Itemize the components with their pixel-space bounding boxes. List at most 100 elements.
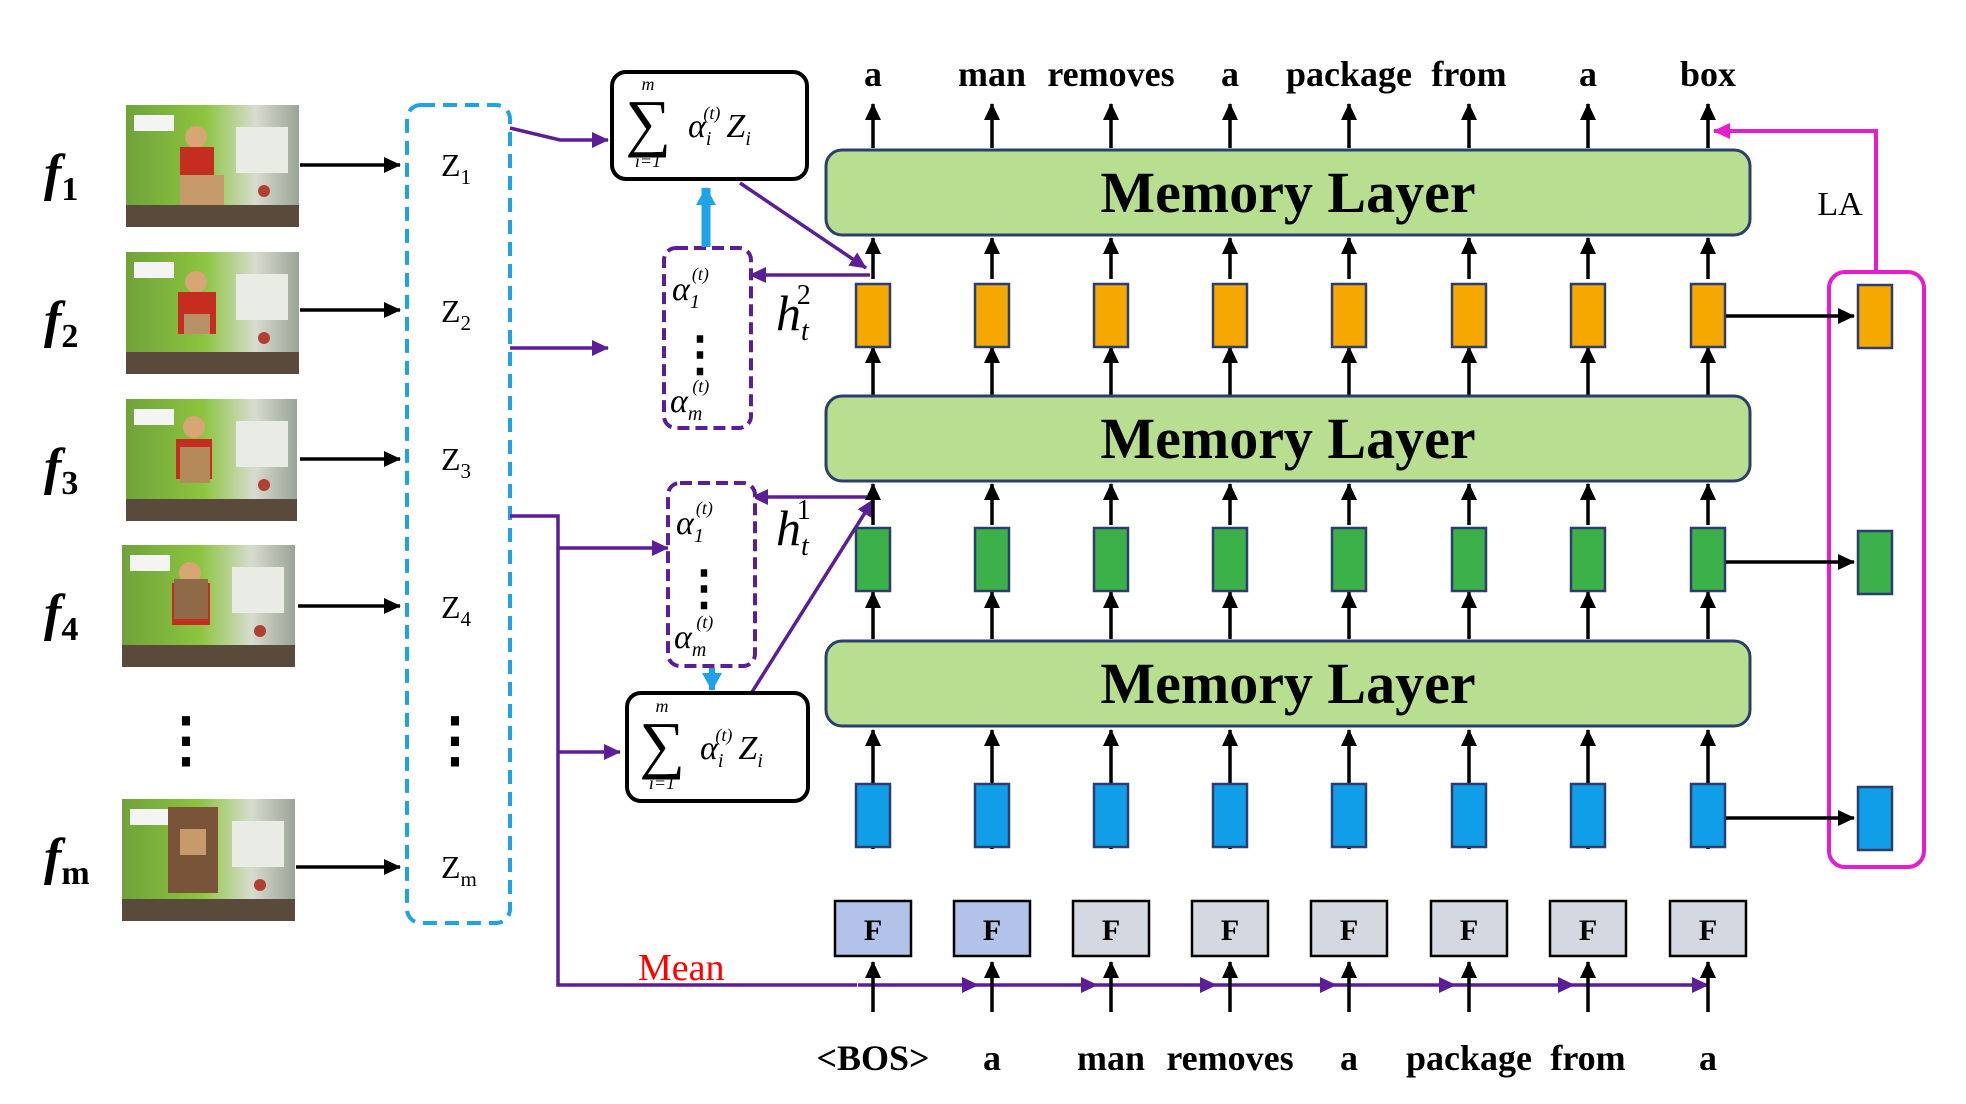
hidden-state-orange [973,282,1011,349]
decoder-column: Fa removes [1166,54,1293,1078]
input-word: removes [1166,1038,1293,1078]
hidden-state-green [1689,526,1727,593]
feature-column-box [405,103,512,925]
input-word: a [1699,1038,1717,1078]
svg-text:αm(t): αm(t) [674,612,713,661]
svg-text:m: m [656,696,669,716]
svg-text:⋮: ⋮ [676,328,724,381]
feature-fusion-block [1071,899,1151,958]
feature-fusion-block [1190,899,1270,958]
la-label: LA [1817,186,1863,223]
memory-layer-label: Memory Layer [1100,651,1475,716]
output-word: package [1286,54,1412,94]
feature-label: Zm [441,849,477,891]
aggregated-state-orange [1856,283,1894,350]
feature-label: Z3 [441,441,471,483]
feature-fusion-label: F [1340,914,1358,947]
svg-text:αm(t): αm(t) [670,376,709,425]
feature-fusion-label: F [864,914,882,947]
frame-thumbnails [122,105,299,921]
frame-thumbnail [122,799,295,921]
svg-text:i=1: i=1 [649,773,675,793]
input-word: a [983,1038,1001,1078]
frame-labels: f1 f2 f3 f4 fm ⋮ [44,145,216,892]
hidden-state-label-bottom: ht1 [776,495,811,562]
hidden-state-green [973,526,1011,593]
hidden-state-orange [1569,282,1607,349]
layer-aggregation: LA [1713,123,1926,869]
hidden-state-orange [854,282,892,349]
svg-text:∑: ∑ [639,709,685,780]
frame-label: f3 [44,439,78,502]
input-word: a [1340,1038,1358,1078]
mean-label: Mean [638,947,725,989]
decoder-column: Fa<BOS> [816,54,929,1078]
input-word: from [1550,1038,1625,1078]
embedding-state-blue [854,782,892,849]
feature-fusion-label: F [1102,914,1120,947]
svg-text:∑: ∑ [625,87,671,158]
memory-layer-label: Memory Layer [1100,406,1475,471]
embedding-state-blue [1450,782,1488,849]
attention-sum-box-top: m ∑ i=1 αi(t)Zi [610,70,809,181]
svg-text:αi(t)Zi: αi(t)Zi [688,103,751,150]
feature-fusion-label: F [1460,914,1478,947]
frame-thumbnail [126,252,299,374]
feature-fusion-label: F [1579,914,1597,947]
frame-label: fm [44,829,90,892]
frame-label: f1 [44,145,78,208]
embedding-state-blue [1689,782,1727,849]
alpha-to-sum-arrows [696,187,722,691]
hidden-state-orange [1450,282,1488,349]
svg-text:i=1: i=1 [635,151,661,171]
frame-thumbnail [126,399,297,521]
hidden-state-orange [1330,282,1368,349]
hidden-state-label-top: ht2 [776,280,811,347]
output-word: a [1221,54,1239,94]
feature-labels: Z1 Z2 Z3 Z4 Zm ⋮ [425,147,485,891]
feature-fusion-label: F [1699,914,1717,947]
hidden-state-orange [1211,282,1249,349]
memory-layer-middle [824,394,1752,483]
hidden-state-green [1569,526,1607,593]
frame-label: f4 [44,585,78,648]
input-word: <BOS> [816,1038,929,1078]
embedding-state-blue [1330,782,1368,849]
feature-label: Z2 [441,293,471,335]
feature-fusion-block [1429,899,1509,958]
embedding-state-blue [1569,782,1607,849]
frame-thumbnail [122,545,295,667]
svg-text:m: m [642,74,655,94]
output-word: box [1680,54,1736,94]
feature-fusion-block [952,899,1032,958]
frame-label: f2 [44,292,78,355]
frame-ellipsis: ⋮ [156,707,216,773]
feature-fusion-block [833,899,913,958]
hidden-state-green [1330,526,1368,593]
feature-label: Z4 [441,589,472,631]
hidden-state-orange [1689,282,1727,349]
output-word: a [1579,54,1597,94]
embedding-state-blue [973,782,1011,849]
output-word: man [958,54,1026,94]
feature-fusion-label: F [1221,914,1239,947]
decoder-column: Fa from [1548,54,1628,1078]
feature-fusion-label: F [983,914,1001,947]
memory-layer-bottom [824,639,1752,728]
embedding-state-blue [1211,782,1249,849]
aggregated-state-green [1856,529,1894,596]
hidden-state-orange [1092,282,1130,349]
frame-to-feature-arrows [296,157,401,875]
hidden-state-labels: ht2 ht1 [776,280,811,562]
feature-fusion-block [1548,899,1628,958]
feature-label: Z1 [441,147,471,189]
feature-fusion-block [1309,899,1389,958]
memory-layers: Memory Layer Memory Layer Memory Layer [824,148,1752,728]
embedding-state-blue [1092,782,1130,849]
svg-text:⋮: ⋮ [680,562,728,615]
svg-text:α1(t): α1(t) [676,498,713,547]
